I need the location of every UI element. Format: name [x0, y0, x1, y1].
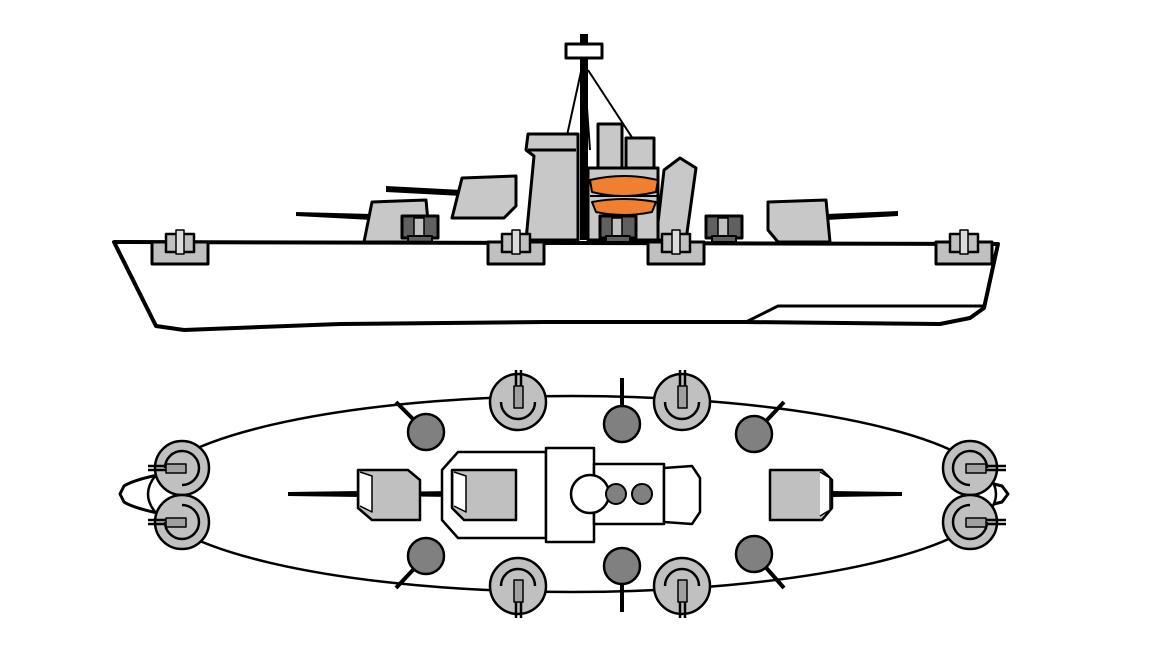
- turret-side-b: [450, 174, 518, 220]
- aa-mount-1: [406, 412, 446, 452]
- aft-tower-top: [662, 464, 702, 526]
- secondary-mount-side-3: [704, 214, 744, 243]
- aa-mount-6: [734, 534, 774, 574]
- deck-mount-side-4: [934, 229, 994, 266]
- aft-tower: [654, 156, 698, 242]
- secondary-mounts-side: [400, 214, 744, 243]
- turret-top-c: [768, 468, 834, 522]
- deck-mount-side-2: [486, 229, 546, 266]
- secondary-mount-top-5: [488, 556, 548, 618]
- aa-mounts: [406, 404, 774, 586]
- hull-side: [112, 240, 1000, 332]
- top-plan-view: [118, 370, 1010, 618]
- side-profile-view: [112, 34, 1000, 332]
- secondary-mount-top-4: [652, 370, 712, 432]
- funnel-top-2: [631, 483, 653, 505]
- bridge-tower: [524, 132, 580, 242]
- deck-mounts-side: [150, 229, 994, 266]
- secondary-mount-top-7: [941, 439, 1006, 497]
- secondary-mount-side-2: [598, 214, 638, 243]
- turret-side-c: [766, 198, 832, 244]
- secondary-mount-top-3: [488, 370, 548, 432]
- secondary-mount-top-2: [148, 493, 211, 551]
- aa-mount-5: [734, 414, 774, 454]
- secondary-mount-side-1: [400, 214, 440, 243]
- aa-mount-3: [602, 404, 642, 444]
- deck-mount-side-1: [150, 229, 210, 266]
- deck-mount-side-3: [646, 229, 706, 266]
- stern-detail: [745, 304, 984, 324]
- aa-mount-2: [406, 536, 446, 576]
- secondary-mounts-top: [148, 370, 1006, 618]
- mast-top: [569, 473, 611, 515]
- secondary-mount-top-8: [941, 493, 1006, 551]
- secondary-mount-top-6: [652, 556, 712, 618]
- turret-top-a: [356, 468, 422, 522]
- funnel-top-1: [605, 483, 627, 505]
- gun-barrels-side: [296, 186, 898, 220]
- turret-top-b: [450, 468, 518, 522]
- aa-mount-4: [602, 546, 642, 586]
